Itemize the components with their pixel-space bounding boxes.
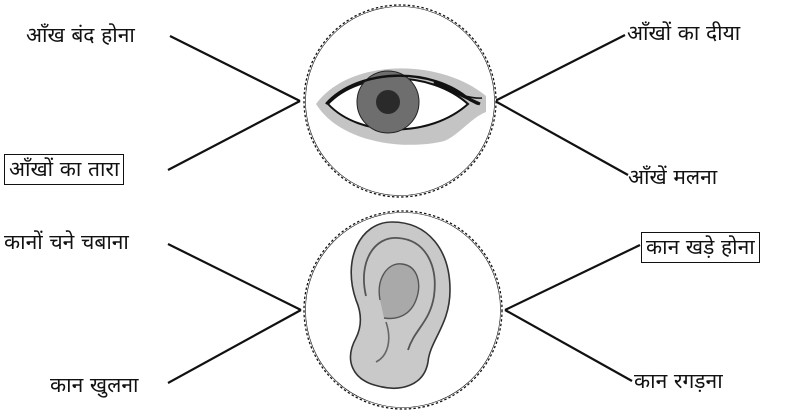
- label-eye-left-bottom-boxed: आँखों का तारा: [4, 154, 124, 185]
- connector-ear-left-top: [168, 244, 301, 310]
- connector-eye-left-top: [170, 36, 300, 101]
- connector-eye-right-top: [495, 35, 625, 101]
- label-ear-left-bottom: कान खुलना: [50, 372, 138, 398]
- label-ear-right-top-boxed: कान खड़े होना: [641, 232, 760, 263]
- label-ear-right-bottom: कान रगड़ना: [634, 368, 723, 394]
- connector-ear-right-bottom: [505, 310, 632, 381]
- connector-ear-left-bottom: [168, 310, 301, 383]
- label-eye-left-top: आँख बंद होना: [26, 22, 135, 48]
- connector-eye-right-bottom: [495, 101, 628, 175]
- connector-eye-left-bottom: [168, 101, 300, 170]
- label-eye-right-bottom: आँखें मलना: [628, 164, 717, 190]
- connector-ear-right-top: [505, 245, 640, 310]
- label-ear-left-top: कानों चने चबाना: [4, 229, 129, 255]
- label-eye-right-top: आँखों का दीया: [627, 20, 740, 46]
